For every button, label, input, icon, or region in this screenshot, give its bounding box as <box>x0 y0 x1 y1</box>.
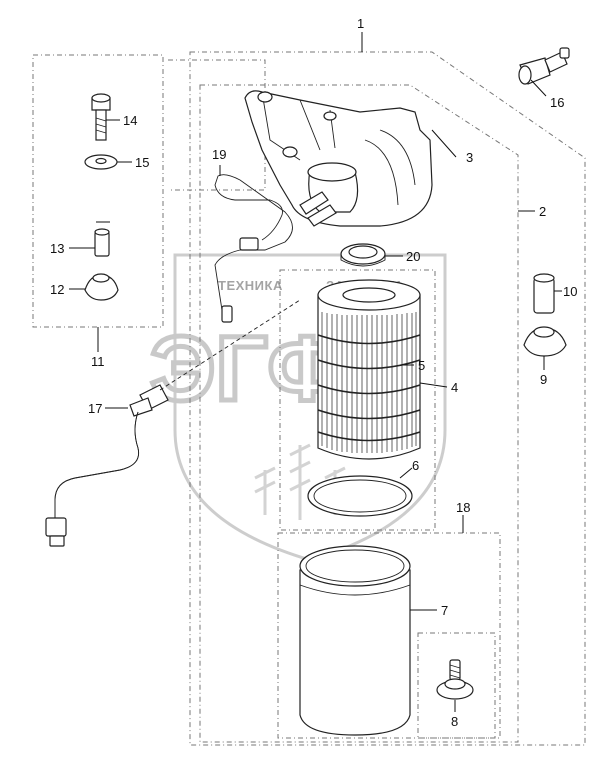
callout-15: 15 <box>135 155 149 170</box>
callout-labels: 1 2 3 4 5 6 7 8 9 10 11 12 13 14 15 16 1… <box>50 16 577 729</box>
sensor-part-16 <box>518 47 570 85</box>
callout-16: 16 <box>550 95 564 110</box>
callout-1: 1 <box>357 16 364 31</box>
spacer-part-10 <box>533 273 555 314</box>
callout-3: 3 <box>466 150 473 165</box>
o-ring-part-6 <box>307 475 413 517</box>
drain-plug-part-8 <box>436 659 474 700</box>
callout-11: 11 <box>91 354 105 369</box>
filter-head-part-3 <box>244 90 433 227</box>
assembly-frames <box>32 51 586 746</box>
frame-part-8 <box>417 632 496 739</box>
callout-8: 8 <box>451 714 458 729</box>
callout-19: 19 <box>212 147 226 162</box>
callout-18: 18 <box>456 500 470 515</box>
frame-harness-19 <box>168 59 266 191</box>
fuel-line-part-17 <box>45 299 301 547</box>
callout-4: 4 <box>451 380 458 395</box>
callout-13: 13 <box>50 241 64 256</box>
callout-7: 7 <box>441 603 448 618</box>
bolt-part-14 <box>91 93 111 141</box>
filter-element-part-4 <box>317 279 421 460</box>
callout-2: 2 <box>539 204 546 219</box>
watermark-left-text: ТЕХНИКА <box>218 278 283 293</box>
washer-part-15 <box>84 154 118 170</box>
callout-12: 12 <box>50 282 64 297</box>
bowl-part-7 <box>299 545 411 736</box>
frame-assembly-18 <box>277 532 501 739</box>
harness-part-19 <box>214 174 293 323</box>
cap-part-9 <box>523 326 567 357</box>
sleeve-part-13 <box>94 228 110 257</box>
callout-14: 14 <box>123 113 137 128</box>
filter-bands <box>317 334 421 442</box>
callout-17: 17 <box>88 401 102 416</box>
callout-20: 20 <box>406 249 420 264</box>
frame-assembly-11 <box>32 54 164 328</box>
seal-ring-part-20 <box>340 243 386 267</box>
cap-part-12 <box>84 273 119 301</box>
frame-assembly-1 <box>189 51 586 746</box>
frame-inner-4 <box>279 269 436 531</box>
callout-10: 10 <box>563 284 577 299</box>
filter-pleats <box>321 312 417 453</box>
callout-6: 6 <box>412 458 419 473</box>
callout-5: 5 <box>418 358 425 373</box>
watermark: ЭГФ ТЕХНИКА ЗАПЧАСТИ <box>148 253 447 562</box>
callout-9: 9 <box>540 372 547 387</box>
leader-lines <box>69 32 562 712</box>
frame-assembly-2 <box>199 84 519 743</box>
watermark-big-letters: ЭГФ <box>150 318 346 420</box>
